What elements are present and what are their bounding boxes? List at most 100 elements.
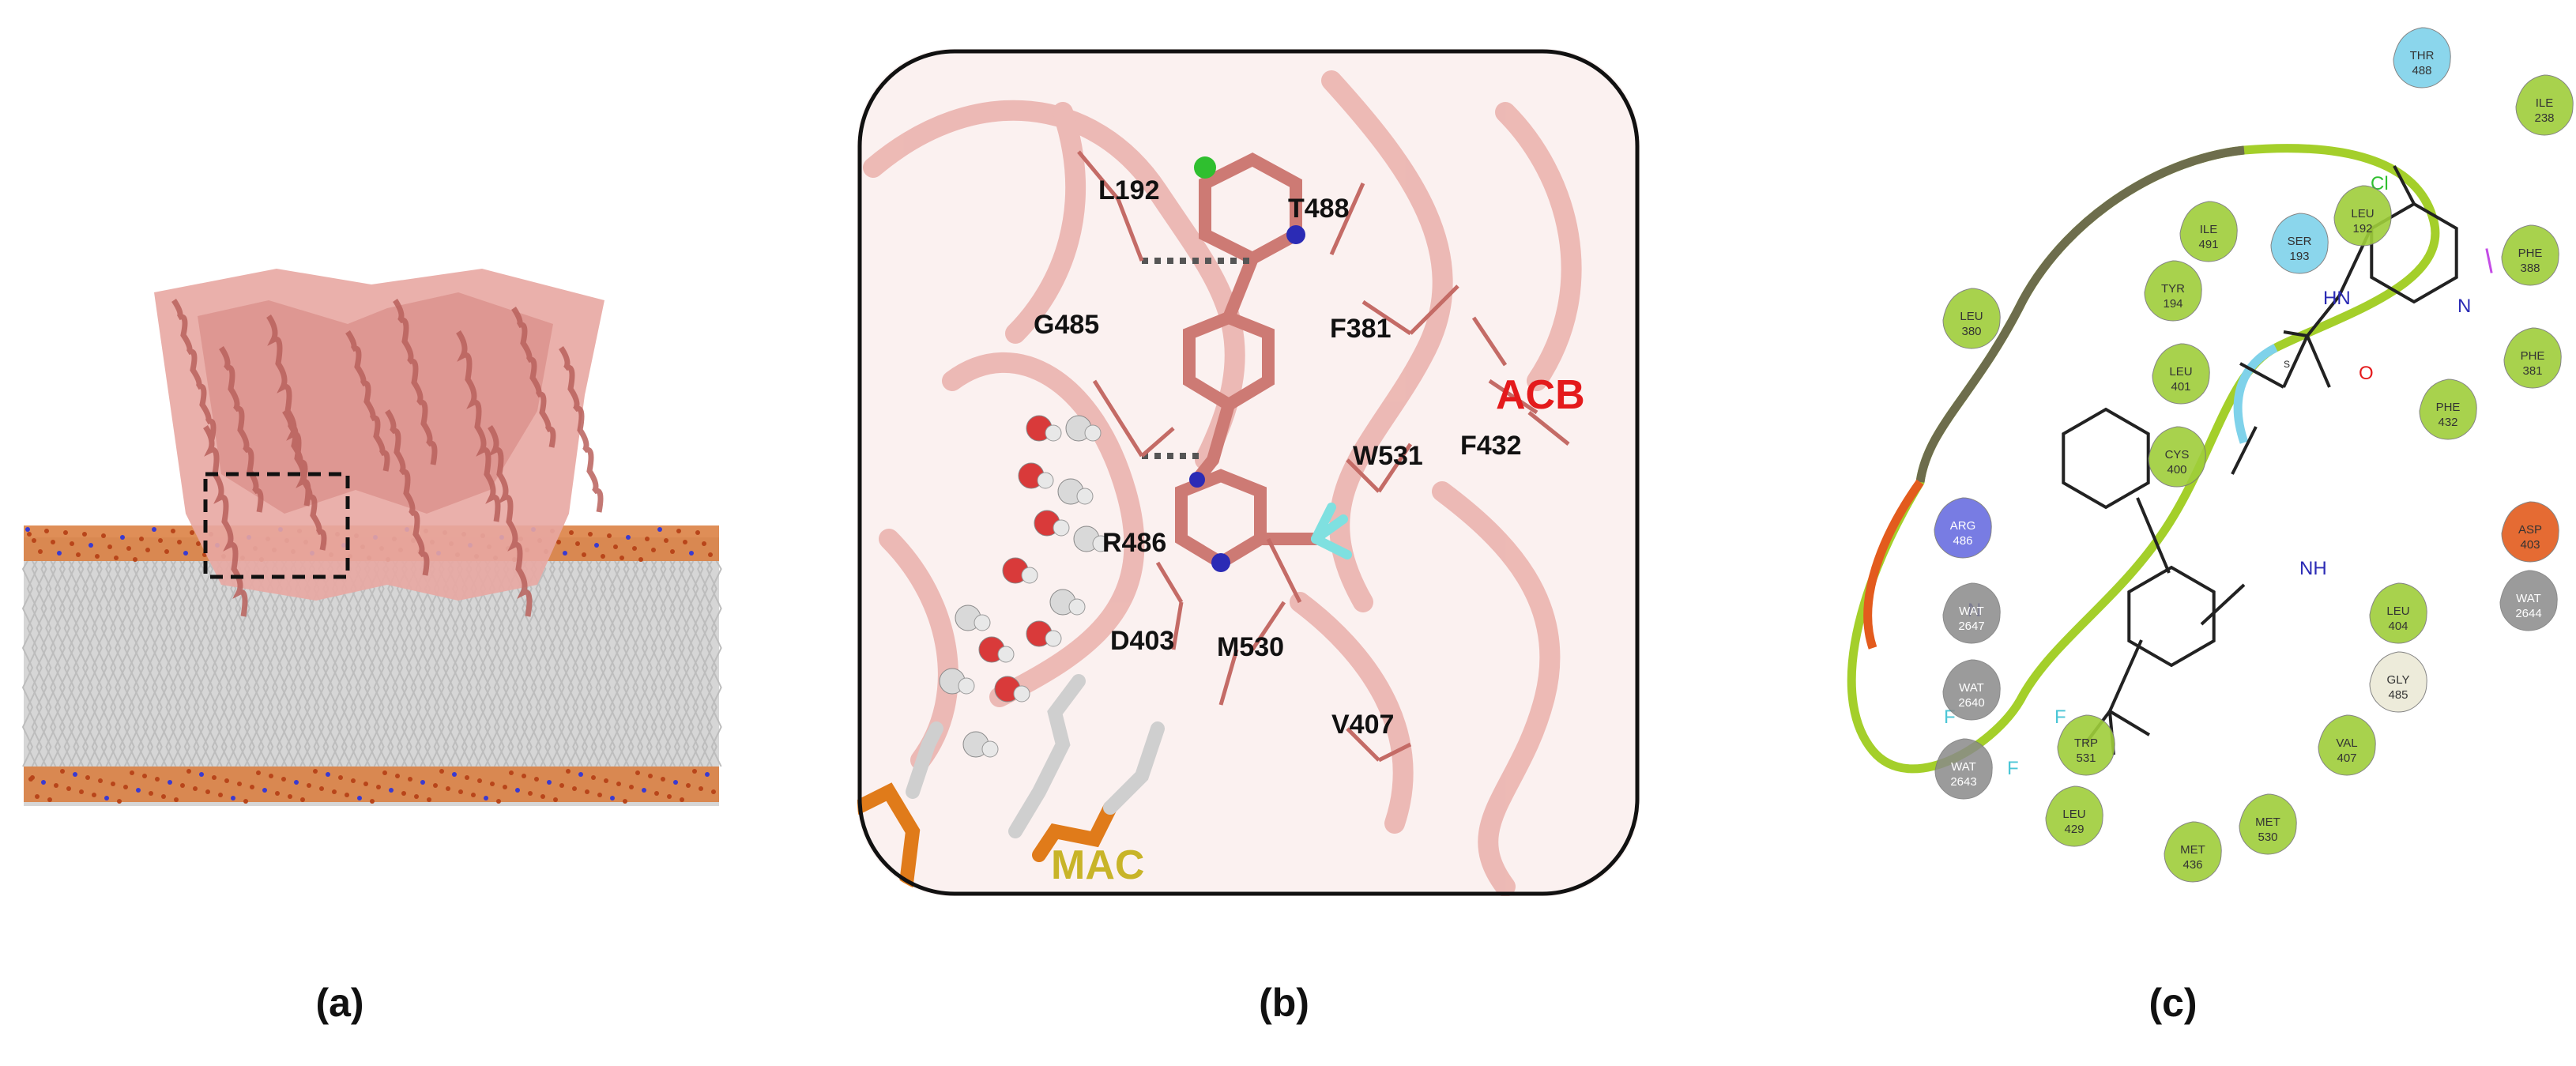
svg-text:2640: 2640 <box>1958 696 1984 710</box>
svg-text:MET: MET <box>2255 816 2280 829</box>
atom-label-o: O <box>2359 363 2374 384</box>
nitrogen-atom <box>1286 225 1305 244</box>
svg-text:2647: 2647 <box>1958 620 1984 633</box>
svg-text:192: 192 <box>2352 222 2372 235</box>
residue-bubble-ile-491: ILE 491 <box>2179 201 2238 262</box>
residue-label-f381: F381 <box>1330 314 1392 344</box>
svg-text:TYR: TYR <box>2161 282 2185 296</box>
residue-label-d403: D403 <box>1110 626 1175 656</box>
svg-text:PHE: PHE <box>2436 401 2461 414</box>
svg-text:PHE: PHE <box>2521 349 2545 363</box>
svg-text:THR: THR <box>2410 49 2435 62</box>
ligand-interaction-diagram: ClHNNOSNHNFFF THR488ILE238LEU192ILE491SE… <box>1847 27 2574 883</box>
svg-text:ASP: ASP <box>2518 523 2542 537</box>
svg-text:WAT: WAT <box>1959 681 1984 695</box>
residue-bubble-thr-488: THR 488 <box>2393 27 2451 89</box>
svg-text:485: 485 <box>2388 688 2408 702</box>
svg-text:ILE: ILE <box>2536 96 2554 110</box>
svg-text:LEU: LEU <box>2351 207 2374 220</box>
svg-text:407: 407 <box>2337 751 2356 765</box>
atom-label-f3: F <box>2007 758 2019 779</box>
svg-text:238: 238 <box>2534 111 2554 125</box>
residue-bubble-phe-432: PHE 432 <box>2419 379 2477 440</box>
svg-text:404: 404 <box>2388 620 2408 633</box>
panel-a <box>16 253 727 838</box>
svg-text:TRP: TRP <box>2074 736 2098 750</box>
svg-text:432: 432 <box>2438 416 2457 429</box>
caption-a: (a) <box>315 981 364 1025</box>
svg-text:WAT: WAT <box>2516 592 2541 605</box>
lipid-tails <box>21 560 722 767</box>
svg-text:LEU: LEU <box>2169 365 2192 379</box>
svg-text:CYS: CYS <box>2165 448 2190 461</box>
svg-text:LEU: LEU <box>2062 808 2085 821</box>
chlorine-atom <box>1194 156 1216 179</box>
nitrogen-atom <box>1211 553 1230 572</box>
caption-c: (c) <box>2149 981 2198 1025</box>
svg-text:401: 401 <box>2171 380 2190 394</box>
svg-text:194: 194 <box>2163 297 2182 311</box>
svg-text:2643: 2643 <box>1950 775 1976 789</box>
svg-text:403: 403 <box>2520 538 2540 552</box>
svg-text:ARG: ARG <box>1950 519 1976 533</box>
atom-label-s: S <box>2284 359 2290 370</box>
svg-text:486: 486 <box>1953 534 1972 548</box>
residue-bubble-leu-192: LEU 192 <box>2333 185 2392 247</box>
svg-text:GLY: GLY <box>2387 673 2410 687</box>
atom-label-hn: HN <box>2323 288 2351 309</box>
caption-b: (b) <box>1259 981 1309 1025</box>
svg-text:388: 388 <box>2520 262 2540 275</box>
svg-text:380: 380 <box>1961 325 1981 338</box>
residue-bubble-ser-193: SER 193 <box>2270 213 2329 274</box>
residue-bubble-wat-2644: WAT 2644 <box>2499 570 2558 631</box>
svg-text:PHE: PHE <box>2518 247 2543 260</box>
residue-label-t488: T488 <box>1288 194 1350 224</box>
membrane-protein-render <box>21 269 722 806</box>
residue-label-g485: G485 <box>1034 310 1100 340</box>
mac-label: MAC <box>1051 842 1145 888</box>
svg-text:491: 491 <box>2198 238 2218 251</box>
binding-site-render <box>857 49 1640 896</box>
panel-c: ClHNNOSNHNFFF THR488ILE238LEU192ILE491SE… <box>1738 16 2576 917</box>
atom-label-nh: NH <box>2299 558 2327 579</box>
svg-text:193: 193 <box>2289 250 2309 263</box>
residue-label-w531: W531 <box>1353 441 1423 471</box>
panel-b <box>857 49 1640 896</box>
svg-text:531: 531 <box>2076 751 2096 765</box>
residue-bubble-leu-380: LEU 380 <box>1942 288 2001 349</box>
residue-label-v407: V407 <box>1331 710 1395 740</box>
atom-label-f2: F <box>2054 706 2066 728</box>
svg-text:LEU: LEU <box>1960 310 1983 323</box>
svg-text:400: 400 <box>2167 463 2186 476</box>
residue-label-m530: M530 <box>1217 632 1285 662</box>
protein-structure <box>154 269 604 617</box>
svg-text:429: 429 <box>2064 823 2084 836</box>
residue-label-f432: F432 <box>1460 431 1522 461</box>
svg-text:ILE: ILE <box>2200 223 2218 236</box>
nitrogen-atom <box>1189 472 1205 488</box>
residue-bubble-cys-400: CYS 400 <box>2148 426 2206 488</box>
svg-text:488: 488 <box>2412 64 2431 77</box>
residue-bubble-leu-404: LEU 404 <box>2369 582 2427 644</box>
svg-text:MET: MET <box>2180 843 2205 857</box>
lipid-headgroups-bottom <box>24 767 719 802</box>
svg-text:2644: 2644 <box>2515 607 2541 620</box>
svg-text:LEU: LEU <box>2386 605 2409 618</box>
cf3-group <box>1311 503 1352 559</box>
svg-text:SER: SER <box>2288 235 2312 248</box>
svg-text:381: 381 <box>2522 364 2542 378</box>
